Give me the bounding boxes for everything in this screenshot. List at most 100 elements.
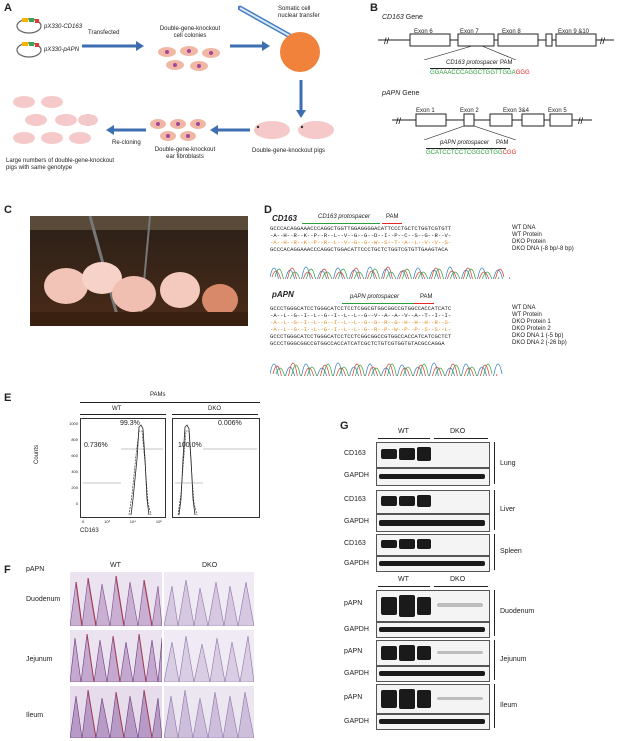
transfected-label: Transfected <box>88 30 120 36</box>
cd163-exon-7: Exon 7 <box>460 29 479 35</box>
cd163-seq-pam: GGG <box>515 70 530 76</box>
e-wt-histogram <box>80 418 166 518</box>
g-duodenum-gapdh-label: GAPDH <box>344 626 369 633</box>
papn-exon-5: Exon 5 <box>548 108 567 114</box>
d-papn-title: pAPN <box>272 290 294 299</box>
cd163-protospacer-bar <box>430 68 510 69</box>
d-papn-label-5: DKO DNA 2 (-26 bp) <box>512 340 567 346</box>
f-dko-jejunum-image <box>164 630 254 682</box>
e-xtick-1: 10³ <box>104 519 110 524</box>
e-xlabel: CD163 <box>80 528 99 534</box>
g-ileum-papn-blot <box>376 684 490 714</box>
svg-text://: // <box>600 36 606 46</box>
cd163-gene-diagram: // // <box>378 33 614 47</box>
d-papn-rows: GCCCTGGGCATCCTGGGCATCCTCCTCGGCGTGGCGGCCG… <box>270 305 451 347</box>
d-cd163-row-2: -A--H--R--K--P--R--L--V--G--G--W--S--T--… <box>270 239 451 246</box>
g-duodenum-label: Duodenum <box>500 608 535 615</box>
g-lung-cd163-blot <box>376 442 490 468</box>
d-cd163-chromatogram <box>270 266 510 279</box>
plasmid-label-cd163: pX330-CD163 <box>44 24 83 30</box>
g-spleen-gapdh-label: GAPDH <box>344 560 369 567</box>
d-cd163-dko-dna: GCCCACAGGAAACCCAGGCTGGACATTCCCTGCTCTGGTC… <box>270 246 448 253</box>
g-ileum-label: Ileum <box>500 702 518 709</box>
d-papn-row-5: GCCCTGGGCGGCCGTGGCCACCATCATCGCTCTGTCGTGG… <box>270 340 451 347</box>
g-liver-cd163-label: CD163 <box>344 496 366 503</box>
g-lung-gapdh-label: GAPDH <box>344 472 369 479</box>
g-lung-label: Lung <box>500 460 516 467</box>
svg-text://: // <box>384 36 390 46</box>
g-ileum-bracket <box>494 684 495 728</box>
cd163-sequence: GGAAACCCAGGCTGGTTGGAGGG <box>430 70 530 77</box>
d-papn-protospacer: pAPN protospacer <box>350 294 400 300</box>
panel-label-a: A <box>4 2 12 14</box>
papn-sequence: GCATCCTCCTCGGCGTGGCGG <box>426 150 516 157</box>
d-cd163-dko-protein: -A--H--R--K--P--R--L--V--G--G--W--S--T--… <box>270 239 452 246</box>
e-ytick-0: 1000 <box>69 421 78 426</box>
d-cd163-pam: PAM <box>386 214 399 220</box>
panel-label-c: C <box>4 204 12 216</box>
e-xticks: 0 10³ 10⁴ 10⁵ <box>82 518 162 525</box>
d-cd163-protospacer: CD163 protospacer <box>318 214 371 220</box>
d-cd163-label-1: WT Protein <box>512 232 542 238</box>
e-yticks: 1000 800 600 400 200 0 <box>58 416 78 512</box>
f-row-duodenum: Duodenum <box>26 596 61 603</box>
d-cd163-rows: GCCCACAGGAAACCCAGGCTGGTTGGAGGGGACATTCCCT… <box>270 225 451 253</box>
d-papn-pam: PAM <box>420 294 433 300</box>
g-spleen-label: Spleen <box>500 548 522 555</box>
d-cd163-protospacer-bar <box>302 223 380 224</box>
panel-label-e: E <box>4 392 12 404</box>
arrow-recloning <box>106 125 146 135</box>
dko-pigs-label: Double-gene-knockout pigs <box>252 148 326 154</box>
svg-text://: // <box>396 116 402 126</box>
d-papn-row-4: GCCCTGGGCATCCTGGGCATCCTCCTCGGCGGCCGTGGCC… <box>270 333 451 340</box>
d-papn-row-2: -A--L--G--I--L--G--I--L--L--G--G--R--G--… <box>270 319 451 326</box>
g-duodenum-bracket <box>494 590 495 636</box>
d-cd163-label-0: WT DNA <box>512 225 536 231</box>
d-papn-wt-dna: GCCCTGGGCATCCTGGGCATCCTCCTCGGCGTGGCGGCCG… <box>270 305 452 312</box>
g-liver-label: Liver <box>500 506 516 513</box>
cd163-gene-name: CD163 <box>382 14 404 21</box>
d-papn-dko-dna-2: GCCCTGGGCGGCCGTGGCCACCATCATCGCTCTGTCGTGG… <box>270 340 445 347</box>
g-spleen-gapdh-blot <box>376 556 490 572</box>
gene-word: Gene <box>405 14 423 21</box>
e-dko-histogram <box>172 418 260 518</box>
g-duodenum-gapdh-blot <box>376 622 490 638</box>
e-wt-high: 99.3% <box>120 420 140 427</box>
g-top-wt-bar <box>378 438 430 439</box>
d-papn-dko-protein-2: -A--L--G--I--L--G--I--L--L--G--R--P--W--… <box>270 326 452 333</box>
e-wt-bar <box>80 414 166 415</box>
d-cd163-label-3: DKO DNA (-8 bp/-8 bp) <box>512 246 574 252</box>
dko-pigs-image <box>254 121 334 139</box>
g-spleen-cd163-blot <box>376 534 490 556</box>
f-papn-label: pAPN <box>26 566 45 573</box>
arrow-down <box>296 80 306 118</box>
g-bottom-wt-label: WT <box>398 576 409 583</box>
e-dko-label: DKO <box>208 406 222 412</box>
g-bottom-wt-bar <box>378 586 430 587</box>
d-cd163-wt-protein: -A--H--R--K--P--R--L--V--G--G--D--I--P--… <box>270 232 452 239</box>
g-liver-gapdh-blot <box>376 514 490 532</box>
panel-label-g: G <box>340 420 349 432</box>
d-papn-label-3: DKO Protein 2 <box>512 326 551 332</box>
f-row-jejunum: Jejunum <box>26 656 53 663</box>
panel-label-d: D <box>264 204 272 216</box>
g-bottom-dko-bar <box>434 586 488 587</box>
g-ileum-gapdh-blot <box>376 714 490 730</box>
ear-fibroblasts-image <box>150 119 206 141</box>
large-numbers-label: Large numbers of double-gene-knockout pi… <box>6 158 115 171</box>
d-papn-labels: WT DNA WT Protein DKO Protein 1 DKO Prot… <box>512 305 567 347</box>
g-lung-gapdh-blot <box>376 468 490 486</box>
cd163-zoom-lines <box>423 46 517 60</box>
g-top-wt-label: WT <box>398 428 409 435</box>
d-cd163-row-3: GCCCACAGGAAACCCAGGCTGGACATTCCCTGCTCTGGTC… <box>270 246 451 253</box>
e-ytick-1: 800 <box>71 437 78 442</box>
f-wt-jejunum-image <box>70 630 162 682</box>
d-cd163-row-1: -A--H--R--K--P--R--L--V--G--G--D--I--P--… <box>270 232 451 239</box>
d-cd163-wt-dna: GCCCACAGGAAACCCAGGCTGGTTGGAGGGGACATTCCCT… <box>270 225 452 232</box>
e-pams-label: PAMs <box>150 392 166 398</box>
gene-word-2: Gene <box>402 90 420 97</box>
g-liver-bracket <box>494 490 495 530</box>
e-wt-label: WT <box>112 406 122 412</box>
g-jejunum-bracket <box>494 640 495 680</box>
papn-protospacer-bar <box>426 148 506 149</box>
